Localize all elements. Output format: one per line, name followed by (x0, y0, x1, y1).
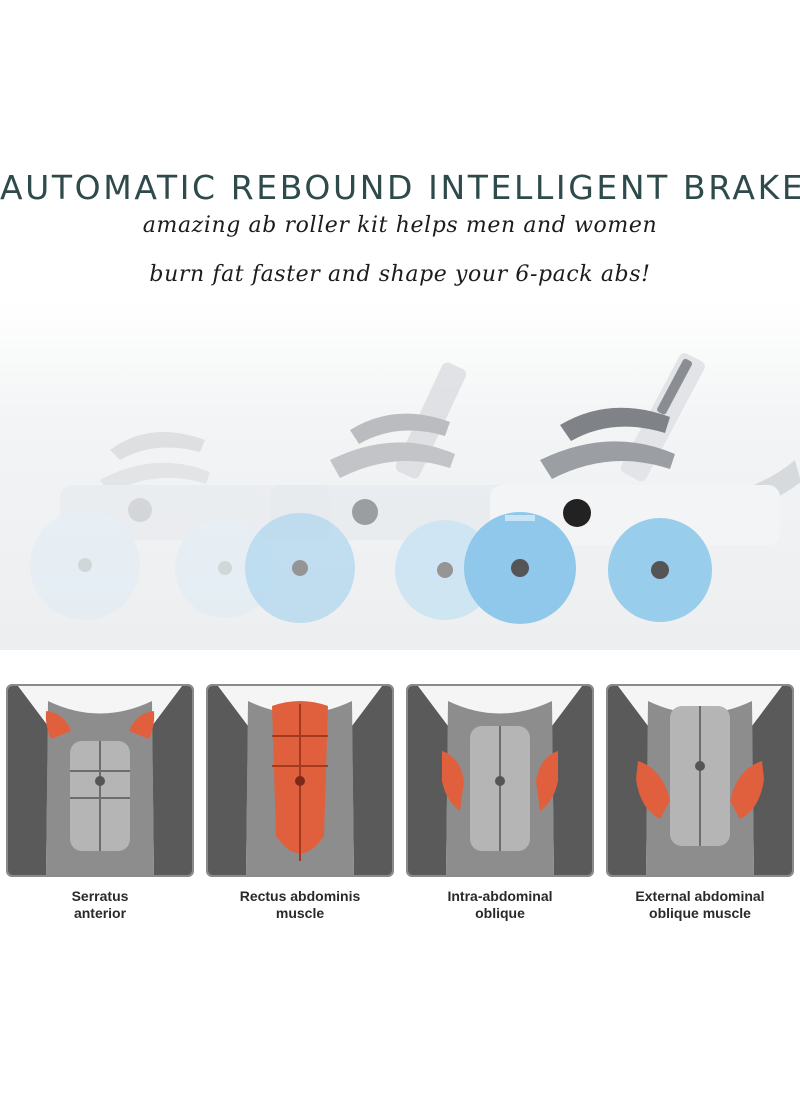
muscle-caption-3-line2: oblique (475, 905, 525, 921)
muscle-caption-4-line2: oblique muscle (649, 905, 751, 921)
ab-roller-ghost-1 (30, 432, 330, 620)
muscle-caption-1-line1: Serratus (71, 888, 129, 904)
muscle-caption-2-line1: Rectus abdominis (239, 888, 361, 904)
ab-roller-product-image (0, 300, 800, 650)
muscle-caption-2: Rectus abdominis muscle (206, 888, 394, 922)
muscle-panel-intra-abdominal-oblique (406, 684, 594, 877)
ab-roller-main (464, 353, 800, 624)
muscle-panel-external-abdominal-oblique (606, 684, 794, 877)
tagline-line-2: burn fat faster and shape your 6-pack ab… (149, 262, 651, 287)
muscle-panel-serratus-anterior (6, 684, 194, 877)
muscle-caption-3: Intra-abdominal oblique (406, 888, 594, 922)
headline: AUTOMATIC REBOUND INTELLIGENT BRAKE (0, 168, 800, 207)
muscle-caption-1-line2: anterior (73, 905, 127, 921)
tagline-line-1: amazing ab roller kit helps men and wome… (142, 213, 658, 238)
muscle-caption-1: Serratus anterior (6, 888, 194, 922)
muscle-panel-rectus-abdominis (206, 684, 394, 877)
muscle-caption-2-line2: muscle (275, 905, 325, 921)
muscle-panels (0, 684, 800, 884)
muscle-caption-4-line1: External abdominal (635, 888, 765, 904)
muscle-caption-4: External abdominal oblique muscle (606, 888, 794, 922)
muscle-caption-3-line1: Intra-abdominal (447, 888, 553, 904)
